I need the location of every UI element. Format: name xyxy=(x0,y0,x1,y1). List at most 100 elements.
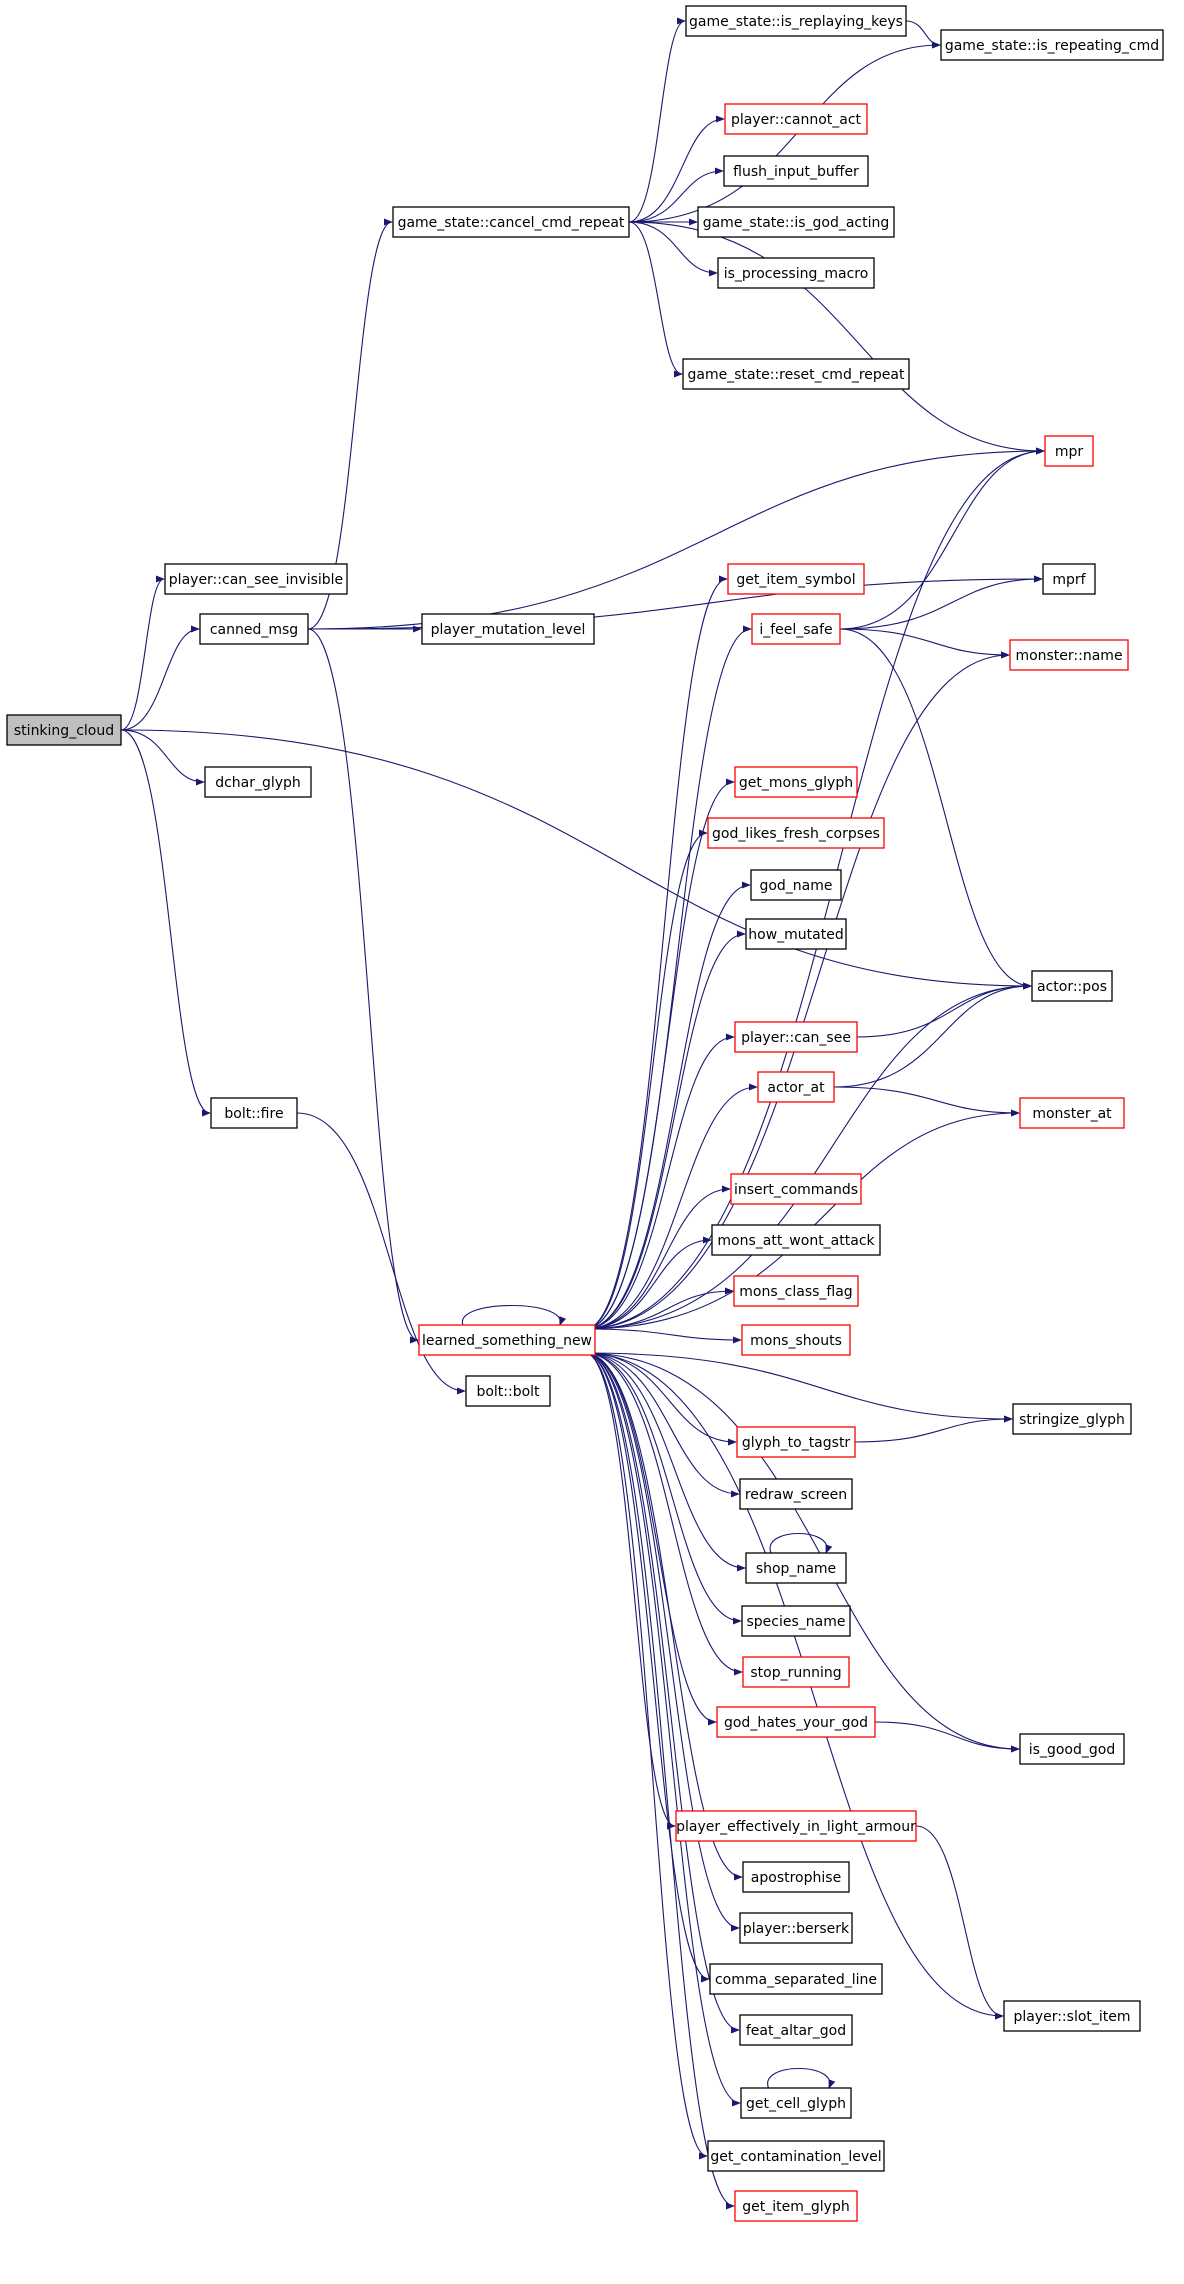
edge-learned_something_new-to-mons_att_wont_attack xyxy=(584,1236,712,1330)
node-box xyxy=(697,206,895,238)
edge-i_feel_safe-to-mprf xyxy=(839,575,1043,630)
node-monster-at[interactable]: monster_at xyxy=(1019,1097,1125,1129)
node-box xyxy=(682,358,910,390)
node-box xyxy=(685,5,907,37)
node-species-name[interactable]: species_name xyxy=(741,1605,851,1637)
edge-learned_something_new-to-feat_altar_god xyxy=(584,1352,740,2034)
node-label: get_cell_glyph xyxy=(746,2096,846,2112)
node-mons-att-wont-attack[interactable]: mons_att_wont_attack xyxy=(711,1224,881,1256)
node-label: stinking_cloud xyxy=(14,723,114,739)
node-box xyxy=(717,257,875,289)
edge-learned_something_new-to-mons_shouts xyxy=(584,1328,742,1344)
node-how-mutated[interactable]: how_mutated xyxy=(745,918,847,950)
edge-learned_something_new-to-monster_at xyxy=(584,1109,1020,1330)
node-flush-input-buffer[interactable]: flush_input_buffer xyxy=(723,155,869,187)
node-cannot-act[interactable]: player::cannot_act xyxy=(724,103,868,135)
edge-learned_something_new-to-is_good_god xyxy=(584,1352,1020,1753)
node-box xyxy=(421,613,595,645)
node-mons-class-flag[interactable]: mons_class_flag xyxy=(733,1275,859,1307)
node-god-hates-your-god[interactable]: god_hates_your_god xyxy=(716,1706,876,1738)
node-get-mons-glyph[interactable]: get_mons_glyph xyxy=(734,766,858,798)
node-glyph-to-tagstr[interactable]: glyph_to_tagstr xyxy=(736,1426,856,1458)
node-god-likes-fresh-corpses[interactable]: god_likes_fresh_corpses xyxy=(707,817,885,849)
node-cancel-cmd-repeat[interactable]: game_state::cancel_cmd_repeat xyxy=(392,206,630,238)
node-is-good-god[interactable]: is_good_god xyxy=(1019,1733,1125,1765)
node-box xyxy=(1019,1097,1125,1129)
node-player-berserk[interactable]: player::berserk xyxy=(739,1912,853,1944)
edge-learned_something_new-to-insert_commands xyxy=(584,1185,731,1330)
node-label: how_mutated xyxy=(748,927,843,943)
node-dchar-glyph[interactable]: dchar_glyph xyxy=(204,766,312,798)
node-comma-separated-line[interactable]: comma_separated_line xyxy=(709,1963,883,1995)
edge-actor_at-to-monster_at xyxy=(833,1086,1020,1117)
edge-learned_something_new-to-monster_name xyxy=(584,651,1010,1330)
node-mprf[interactable]: mprf xyxy=(1042,563,1096,595)
node-can-see-invisible[interactable]: player::can_see_invisible xyxy=(164,563,348,595)
edge-player_can_see-to-actor_pos xyxy=(856,982,1032,1038)
node-redraw-screen[interactable]: redraw_screen xyxy=(739,1478,853,1510)
node-get-cell-glyph[interactable]: get_cell_glyph xyxy=(740,2087,852,2119)
node-label: player::berserk xyxy=(743,1921,850,1937)
node-bolt-bolt[interactable]: bolt::bolt xyxy=(465,1375,551,1407)
node-canned-msg[interactable]: canned_msg xyxy=(199,613,309,645)
node-box xyxy=(1012,1403,1132,1435)
node-is-god-acting[interactable]: game_state::is_god_acting xyxy=(697,206,895,238)
node-mpr[interactable]: mpr xyxy=(1044,435,1094,467)
node-label: insert_commands xyxy=(734,1182,858,1198)
node-box xyxy=(739,2014,853,2046)
node-label: get_contamination_level xyxy=(710,2149,881,2165)
node-box xyxy=(739,1478,853,1510)
node-player-slot-item[interactable]: player::slot_item xyxy=(1003,2000,1141,2032)
edge-light_armour-to-player_slot_item xyxy=(915,1825,1004,2020)
node-box xyxy=(1031,970,1113,1002)
node-box xyxy=(940,29,1164,61)
node-stinking-cloud[interactable]: stinking_cloud xyxy=(6,714,122,746)
node-monster-name[interactable]: monster::name xyxy=(1009,639,1129,671)
node-light-armour[interactable]: player_effectively_in_light_armour xyxy=(675,1810,917,1842)
node-actor-pos[interactable]: actor::pos xyxy=(1031,970,1113,1002)
node-label: stringize_glyph xyxy=(1019,1412,1125,1428)
node-player-mutation-level[interactable]: player_mutation_level xyxy=(421,613,595,645)
node-box xyxy=(199,613,309,645)
node-player-can-see[interactable]: player::can_see xyxy=(734,1021,858,1053)
edge-learned_something_new-to-comma_separated_line xyxy=(584,1352,710,1983)
node-stop-running[interactable]: stop_running xyxy=(742,1656,850,1688)
edge-learned_something_new-to-stop_running xyxy=(584,1352,743,1676)
node-stringize-glyph[interactable]: stringize_glyph xyxy=(1012,1403,1132,1435)
node-is-processing-macro[interactable]: is_processing_macro xyxy=(717,257,875,289)
node-is-replaying-keys[interactable]: game_state::is_replaying_keys xyxy=(685,5,907,37)
node-get-item-symbol[interactable]: get_item_symbol xyxy=(727,563,865,595)
node-label: flush_input_buffer xyxy=(733,164,859,180)
edge-learned_something_new-to-stringize_glyph xyxy=(584,1352,1013,1423)
node-god-name[interactable]: god_name xyxy=(750,869,842,901)
node-label: canned_msg xyxy=(210,622,298,638)
node-mons-shouts[interactable]: mons_shouts xyxy=(741,1324,851,1356)
node-insert-commands[interactable]: insert_commands xyxy=(730,1173,862,1205)
node-label: get_item_symbol xyxy=(736,572,855,588)
node-actor-at[interactable]: actor_at xyxy=(757,1071,835,1103)
node-get-item-glyph[interactable]: get_item_glyph xyxy=(734,2190,858,2222)
node-box xyxy=(741,1605,851,1637)
node-apostrophise[interactable]: apostrophise xyxy=(742,1861,850,1893)
node-label: game_state::is_replaying_keys xyxy=(689,14,903,30)
node-label: mprf xyxy=(1052,572,1086,588)
node-box xyxy=(164,563,348,595)
node-i-feel-safe[interactable]: i_feel_safe xyxy=(751,613,841,645)
edge-learned_something_new-to-player_can_see xyxy=(584,1033,735,1330)
node-label: actor::pos xyxy=(1037,979,1107,995)
node-reset-cmd-repeat[interactable]: game_state::reset_cmd_repeat xyxy=(682,358,910,390)
node-label: player_mutation_level xyxy=(431,622,586,638)
node-is-repeating-cmd[interactable]: game_state::is_repeating_cmd xyxy=(940,29,1164,61)
node-get-contamination-level[interactable]: get_contamination_level xyxy=(707,2140,885,2172)
edge-learned_something_new-to-actor_at xyxy=(584,1083,758,1330)
node-bolt-fire[interactable]: bolt::fire xyxy=(210,1097,298,1129)
edge-canned_msg-to-cancel_cmd_repeat xyxy=(307,218,393,630)
node-feat-altar-god[interactable]: feat_altar_god xyxy=(739,2014,853,2046)
node-label: dchar_glyph xyxy=(215,775,301,791)
node-box xyxy=(675,1810,917,1842)
node-box xyxy=(733,1275,859,1307)
node-box xyxy=(736,1426,856,1458)
node-box xyxy=(418,1324,596,1356)
node-learned-something-new[interactable]: learned_something_new xyxy=(418,1324,596,1356)
node-shop-name[interactable]: shop_name xyxy=(745,1552,847,1584)
